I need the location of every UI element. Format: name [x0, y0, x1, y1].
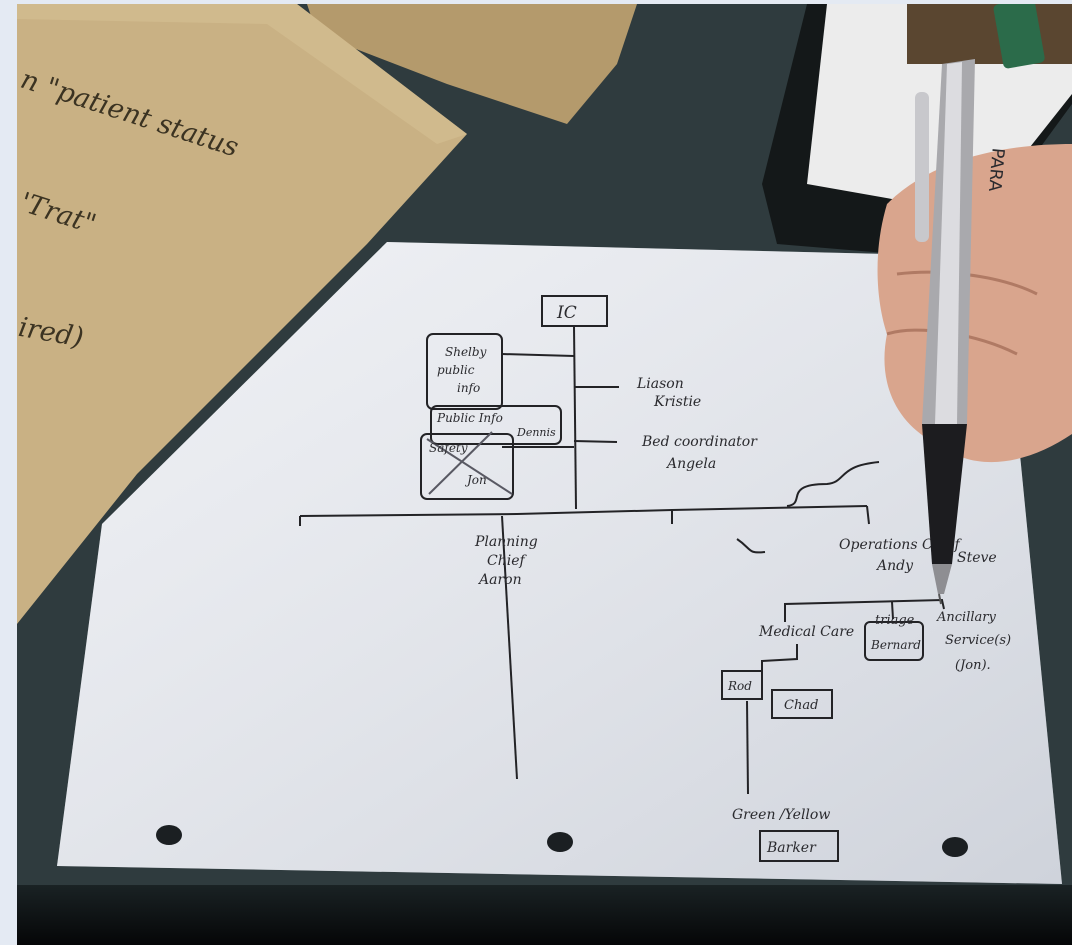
chart-lines	[299, 295, 945, 862]
ancillary-service: Service(s)	[945, 633, 1011, 648]
bed-coordinator-name: Angela	[665, 456, 716, 472]
hand	[877, 144, 1072, 463]
envelope	[17, 4, 467, 624]
brown-paper	[307, 4, 637, 124]
triage-label: triage	[875, 613, 915, 628]
shelby-line-3: info	[457, 381, 480, 395]
photo-scene: n "patient status 'Trat" ired) IC Shelby…	[17, 4, 1072, 945]
pen-clip	[915, 92, 929, 242]
public-info-title: Public Info	[436, 411, 503, 425]
operations-name-2: Steve	[957, 550, 997, 566]
planning-name: Aaron	[477, 572, 522, 588]
chad-label: Chad	[784, 698, 818, 713]
planning-title: Planning	[474, 534, 538, 550]
shelby-box	[426, 333, 503, 410]
shelby-line-2: public	[437, 363, 475, 377]
liaison-title: Liason	[636, 376, 684, 392]
hole-right	[942, 837, 968, 857]
bed-coordinator-title: Bed coordinator	[641, 434, 758, 450]
hole-left	[156, 825, 182, 845]
operations-name-1: Andy	[875, 558, 914, 574]
table-edge	[17, 885, 1072, 945]
safety-title: Safety	[429, 441, 468, 455]
green-yellow-label: Green /Yellow	[732, 807, 830, 823]
photo: n "patient status 'Trat" ired) IC Shelby…	[17, 4, 1072, 945]
hole-middle	[547, 832, 573, 852]
barker-label: Barker	[766, 840, 817, 856]
chad-box	[771, 689, 833, 719]
shelby-line-1: Shelby	[445, 345, 487, 359]
ancillary-name: (Jon).	[955, 658, 991, 673]
barker-box	[759, 830, 839, 862]
public-info-name: Dennis	[516, 426, 556, 439]
safety-name: Jon	[464, 473, 487, 487]
photo-corner	[907, 4, 1072, 64]
planning-chief: Chief	[487, 553, 527, 569]
bernard-box	[864, 621, 924, 661]
ancillary-title: Ancillary	[936, 610, 996, 625]
pen-brand: PARA	[984, 147, 1008, 192]
medical-care-label: Medical Care	[758, 624, 854, 640]
ic-label: IC	[556, 303, 577, 323]
rod-label: Rod	[727, 679, 752, 693]
rod-box	[721, 670, 763, 700]
liaison-name: Kristie	[653, 394, 701, 410]
pen: PARA	[915, 59, 1008, 605]
bernard-label: Bernard	[870, 638, 921, 652]
safety-box	[420, 433, 514, 500]
public-info-box	[430, 405, 562, 445]
road-sign	[993, 4, 1045, 69]
